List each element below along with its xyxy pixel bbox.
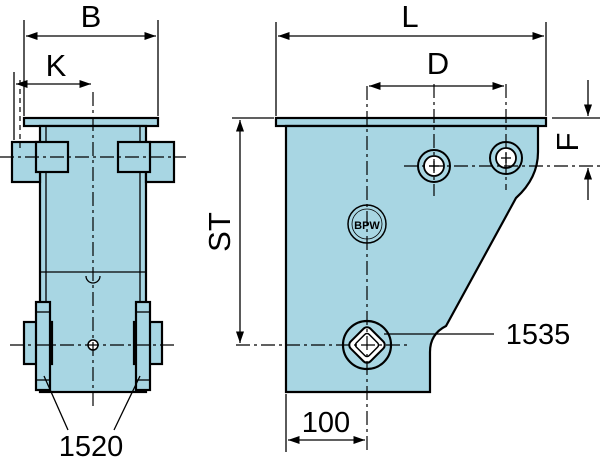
dimension-st: ST <box>202 212 237 252</box>
dimension-l: L <box>401 0 418 34</box>
side-view: B K 1520 <box>0 0 186 463</box>
dimension-f: F <box>550 133 585 152</box>
svg-text:BPW: BPW <box>354 220 380 232</box>
side-top-plate <box>22 116 160 128</box>
front-view: BPW L D F ST 100 1535 <box>202 0 600 452</box>
right-bushing <box>132 300 164 392</box>
dimension-k: K <box>46 48 67 83</box>
dimension-b: B <box>81 0 102 34</box>
callout-1520: 1520 <box>59 431 124 463</box>
callout-1535: 1535 <box>506 319 571 351</box>
dimension-d: D <box>427 46 449 81</box>
left-bushing <box>22 300 54 392</box>
front-body <box>284 124 540 394</box>
dimension-100: 100 <box>302 407 350 439</box>
